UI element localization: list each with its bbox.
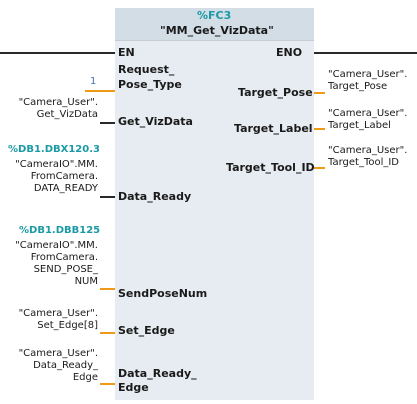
pin-en: EN bbox=[118, 46, 135, 59]
pin-request-pose-type-2: Pose_Type bbox=[118, 78, 182, 91]
operand-data-ready-edge[interactable]: "Camera_User". Data_Ready_ Edge bbox=[18, 348, 98, 383]
data-ready-address: %DB1.DBX120.3 bbox=[8, 144, 100, 155]
wire-send-pose-num bbox=[100, 288, 115, 290]
function-block-header[interactable] bbox=[115, 8, 314, 41]
wire-target-label bbox=[314, 128, 325, 130]
pin-get-vizdata: Get_VizData bbox=[118, 115, 193, 128]
pin-target-tool-id: Target_Tool_ID bbox=[226, 161, 315, 174]
pin-send-pose-num: SendPoseNum bbox=[118, 287, 208, 300]
wire-target-pose bbox=[314, 92, 325, 94]
wire-get-vizdata bbox=[100, 122, 115, 124]
operand-get-vizdata[interactable]: "Camera_User". Get_VizData bbox=[18, 97, 98, 120]
wire-set-edge bbox=[100, 332, 115, 334]
operand-target-tool-id[interactable]: "Camera_User". Target_Tool_ID bbox=[328, 145, 408, 168]
pin-set-edge: Set_Edge bbox=[118, 324, 175, 337]
operand-set-edge[interactable]: "Camera_User". Set_Edge[8] bbox=[18, 308, 98, 331]
wire-data-ready-edge bbox=[100, 383, 115, 385]
request-pose-type-value[interactable]: 1 bbox=[90, 76, 97, 87]
send-pose-num-address: %DB1.DBB125 bbox=[19, 225, 101, 236]
block-address: %FC3 bbox=[197, 9, 232, 22]
pin-data-ready-edge-1: Data_Ready_ bbox=[118, 367, 197, 380]
pin-data-ready-edge-2: Edge bbox=[118, 381, 149, 394]
function-block[interactable] bbox=[115, 8, 314, 400]
pin-target-label: Target_Label bbox=[234, 122, 313, 135]
power-rail-left bbox=[0, 52, 115, 54]
pin-request-pose-type-1: Request_ bbox=[118, 63, 175, 76]
pin-target-pose: Target_Pose bbox=[238, 86, 313, 99]
operand-target-pose[interactable]: "Camera_User". Target_Pose bbox=[328, 69, 408, 92]
wire-data-ready bbox=[100, 196, 115, 198]
operand-target-label[interactable]: "Camera_User". Target_Label bbox=[328, 108, 408, 131]
pin-eno: ENO bbox=[276, 46, 303, 59]
block-name: "MM_Get_VizData" bbox=[160, 24, 274, 37]
pin-data-ready: Data_Ready bbox=[118, 190, 192, 203]
operand-send-pose-num[interactable]: "CameraIO".MM. FromCamera. SEND_POSE_ NU… bbox=[15, 240, 98, 287]
power-rail-right bbox=[314, 52, 417, 54]
operand-data-ready[interactable]: "CameraIO".MM. FromCamera. DATA_READY bbox=[15, 159, 98, 194]
wire-request-pose-type bbox=[85, 90, 115, 92]
wire-target-tool-id bbox=[314, 167, 325, 169]
